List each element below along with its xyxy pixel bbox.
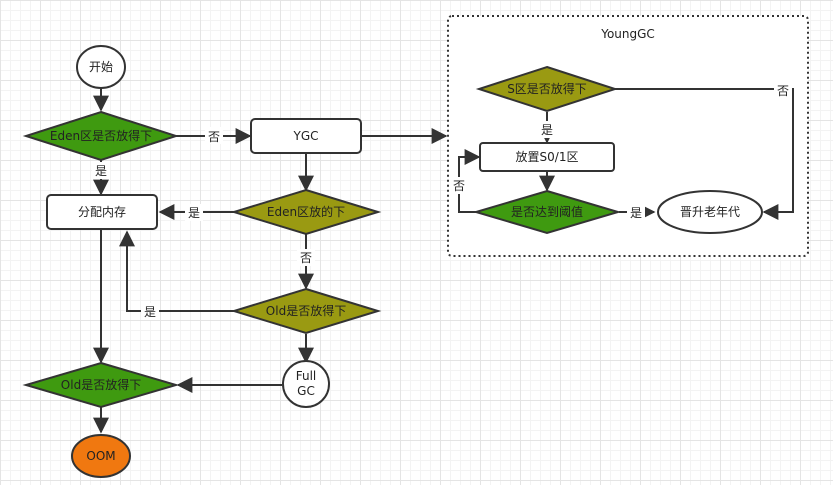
label-s-no: 否	[777, 84, 789, 98]
node-eden-decision[interactable]: Eden区是否放得下	[22, 110, 180, 162]
younggc-group-title: YoungGC	[600, 27, 655, 41]
node-old-decision-1[interactable]: Old是否放得下	[230, 287, 382, 335]
label-eden-after-yes: 是	[188, 206, 200, 220]
old-decision-1-shape	[230, 287, 382, 335]
node-ygc-label: YGC	[292, 129, 318, 143]
node-alloc[interactable]: 分配内存	[46, 194, 158, 230]
node-alloc-label: 分配内存	[78, 205, 126, 219]
node-old-decision-1-label: Old是否放得下	[266, 303, 346, 318]
node-promote[interactable]: 晋升老年代	[657, 190, 763, 234]
node-s-decision[interactable]: S区是否放得下	[475, 65, 619, 113]
node-ygc[interactable]: YGC	[250, 118, 362, 154]
edge-labels: 否 是 是 否 是 是 否 是 否	[92, 82, 792, 320]
edge-old1-to-alloc	[119, 230, 234, 312]
eden-after-decision-shape	[230, 188, 382, 236]
node-full-gc-label-line2: GC	[297, 384, 315, 398]
node-oom-label: OOM	[86, 449, 115, 463]
node-promote-label: 晋升老年代	[680, 205, 740, 219]
node-start-label: 开始	[89, 60, 113, 74]
node-start[interactable]: 开始	[76, 45, 126, 89]
label-old1-yes: 是	[144, 305, 156, 319]
s-decision-shape	[475, 65, 619, 113]
node-oom[interactable]: OOM	[71, 434, 131, 478]
label-s-yes: 是	[541, 123, 553, 137]
threshold-decision-shape	[472, 189, 622, 235]
label-threshold-yes: 是	[630, 206, 642, 220]
edges	[93, 86, 794, 434]
label-eden-no: 否	[208, 130, 220, 144]
label-threshold-no: 否	[453, 179, 465, 193]
node-threshold-decision[interactable]: 是否达到阈值	[472, 189, 622, 235]
node-full-gc[interactable]: Full GC	[282, 360, 330, 408]
node-full-gc-label-line1: Full	[296, 369, 317, 383]
label-eden-after-no: 否	[300, 251, 312, 265]
node-threshold-decision-label: 是否达到阈值	[511, 204, 583, 219]
node-eden-decision-label: Eden区是否放得下	[50, 128, 152, 143]
node-old-decision-2[interactable]: Old是否放得下	[22, 361, 180, 409]
node-put-s-label: 放置S0/1区	[516, 149, 579, 164]
old-decision-2-shape	[22, 361, 180, 409]
node-eden-after-decision[interactable]: Eden区放的下	[230, 188, 382, 236]
node-put-s[interactable]: 放置S0/1区	[479, 142, 615, 172]
label-eden-yes: 是	[95, 164, 107, 178]
eden-decision-shape	[22, 110, 180, 162]
node-old-decision-2-label: Old是否放得下	[61, 377, 141, 392]
node-s-decision-label: S区是否放得下	[507, 81, 587, 96]
node-eden-after-decision-label: Eden区放的下	[267, 204, 345, 219]
edge-s-to-promote	[615, 88, 794, 220]
